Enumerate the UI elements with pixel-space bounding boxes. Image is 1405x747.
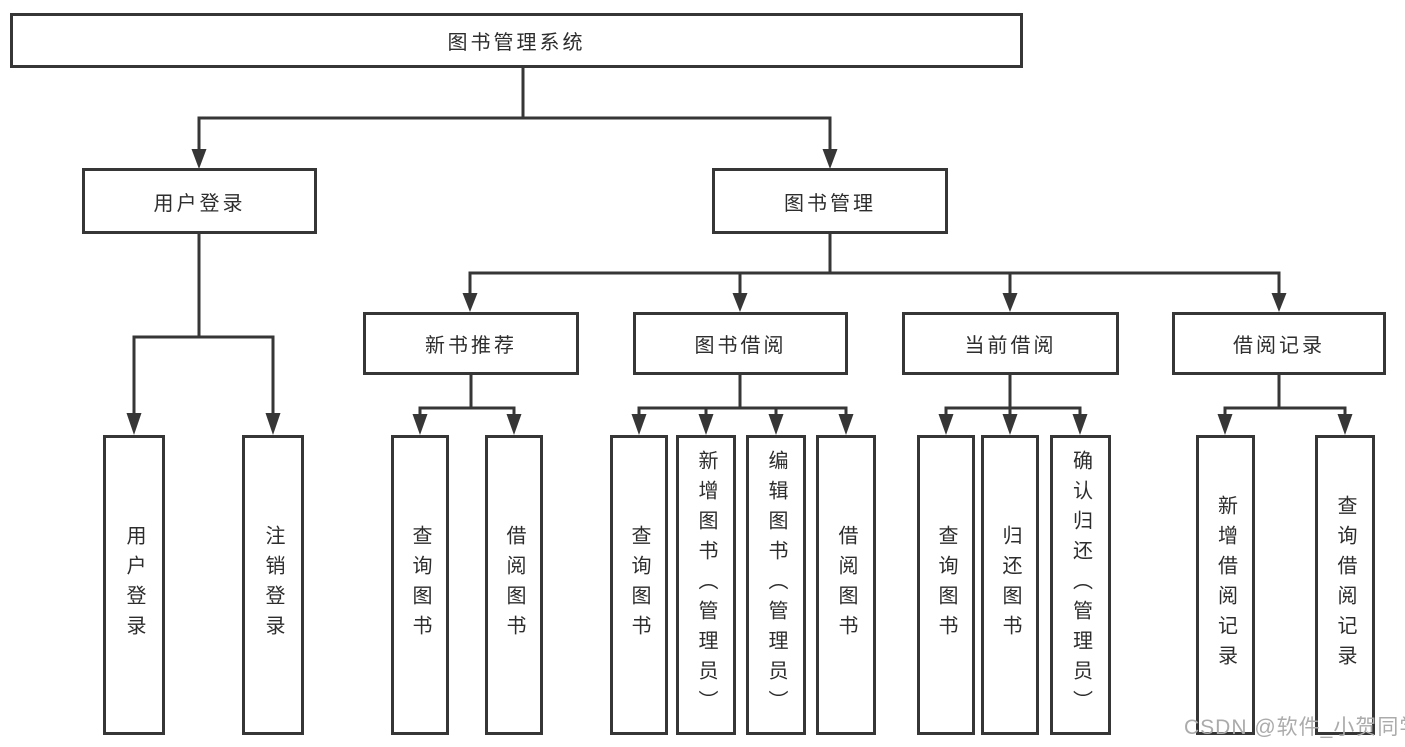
node-user-login: 用户登录 (82, 168, 317, 234)
leaf-logout: 注销登录 (242, 435, 304, 735)
leaf-user-login: 用户登录 (103, 435, 165, 735)
leaf-query-books-borrowing: 查询图书 (610, 435, 668, 735)
leaf-confirm-return-admin: 确认归还（管理员） (1050, 435, 1111, 735)
node-label: 查询图书 (409, 525, 431, 645)
node-label: 确认归还（管理员） (1069, 450, 1092, 720)
arrowhead-icon (1217, 414, 1233, 435)
user-login-connector (126, 233, 281, 435)
borrowing-records-connector (1217, 375, 1353, 435)
node-label: 用户登录 (153, 192, 246, 215)
leaf-query-borrow-record: 查询借阅记录 (1315, 435, 1375, 735)
arrowhead-icon (1072, 414, 1088, 435)
arrowhead-icon (126, 413, 142, 435)
leaf-query-books-recommendation: 查询图书 (391, 435, 449, 735)
root-connector (191, 68, 838, 169)
leaf-borrow-books: 借阅图书 (816, 435, 876, 735)
node-new-book-recommendation: 新书推荐 (363, 312, 579, 375)
node-label: 查询借阅记录 (1334, 495, 1356, 675)
leaf-add-book-admin: 新增图书（管理员） (676, 435, 736, 735)
node-label: 图书管理系统 (447, 32, 586, 54)
leaf-add-borrow-record: 新增借阅记录 (1196, 435, 1255, 735)
node-library-management-system: 图书管理系统 (10, 13, 1023, 68)
node-label: 借阅记录 (1233, 335, 1325, 357)
arrowhead-icon (938, 414, 954, 435)
arrowhead-icon (698, 414, 714, 435)
node-label: 注销登录 (262, 525, 284, 645)
node-label: 新增图书（管理员） (695, 450, 717, 720)
node-current-borrowing: 当前借阅 (902, 312, 1119, 375)
arrowhead-icon (822, 149, 838, 169)
arrowhead-icon (506, 414, 522, 435)
arrowhead-icon (768, 414, 784, 435)
arrowhead-icon (1337, 414, 1353, 435)
arrowhead-icon (732, 293, 748, 312)
node-label: 借阅图书 (835, 525, 857, 645)
arrowhead-icon (631, 414, 647, 435)
node-label: 借阅图书 (503, 525, 525, 645)
node-borrowing-records: 借阅记录 (1172, 312, 1386, 375)
node-label: 当前借阅 (964, 335, 1057, 357)
node-label: 新增借阅记录 (1214, 495, 1237, 675)
node-label: 用户登录 (123, 525, 145, 645)
node-label: 图书管理 (784, 192, 876, 215)
leaf-query-books-current: 查询图书 (917, 435, 975, 735)
node-label: 查询图书 (628, 525, 650, 645)
new-book-recommendation-connector (412, 375, 522, 435)
node-label: 查询图书 (935, 525, 957, 645)
arrowhead-icon (1002, 414, 1018, 435)
current-borrowing-connector (938, 375, 1088, 435)
arrowhead-icon (1002, 293, 1018, 312)
leaf-return-books: 归还图书 (981, 435, 1039, 735)
node-book-borrowing: 图书借阅 (633, 312, 848, 375)
node-book-management: 图书管理 (712, 168, 948, 234)
arrowhead-icon (191, 149, 207, 169)
book-management-connector (462, 233, 1287, 312)
node-label: 图书借阅 (694, 335, 787, 357)
node-label: 新书推荐 (425, 335, 517, 357)
arrowhead-icon (1271, 293, 1287, 312)
arrowhead-icon (838, 414, 854, 435)
book-borrowing-connector (631, 375, 854, 435)
leaf-borrow-books-recommendation: 借阅图书 (485, 435, 543, 735)
node-label: 归还图书 (999, 525, 1021, 645)
arrowhead-icon (265, 413, 281, 435)
arrowhead-icon (412, 414, 428, 435)
node-label: 编辑图书（管理员） (765, 450, 787, 720)
leaf-edit-book-admin: 编辑图书（管理员） (746, 435, 806, 735)
arrowhead-icon (462, 293, 478, 312)
watermark: CSDN @软件_小贺同学 (1184, 716, 1405, 739)
